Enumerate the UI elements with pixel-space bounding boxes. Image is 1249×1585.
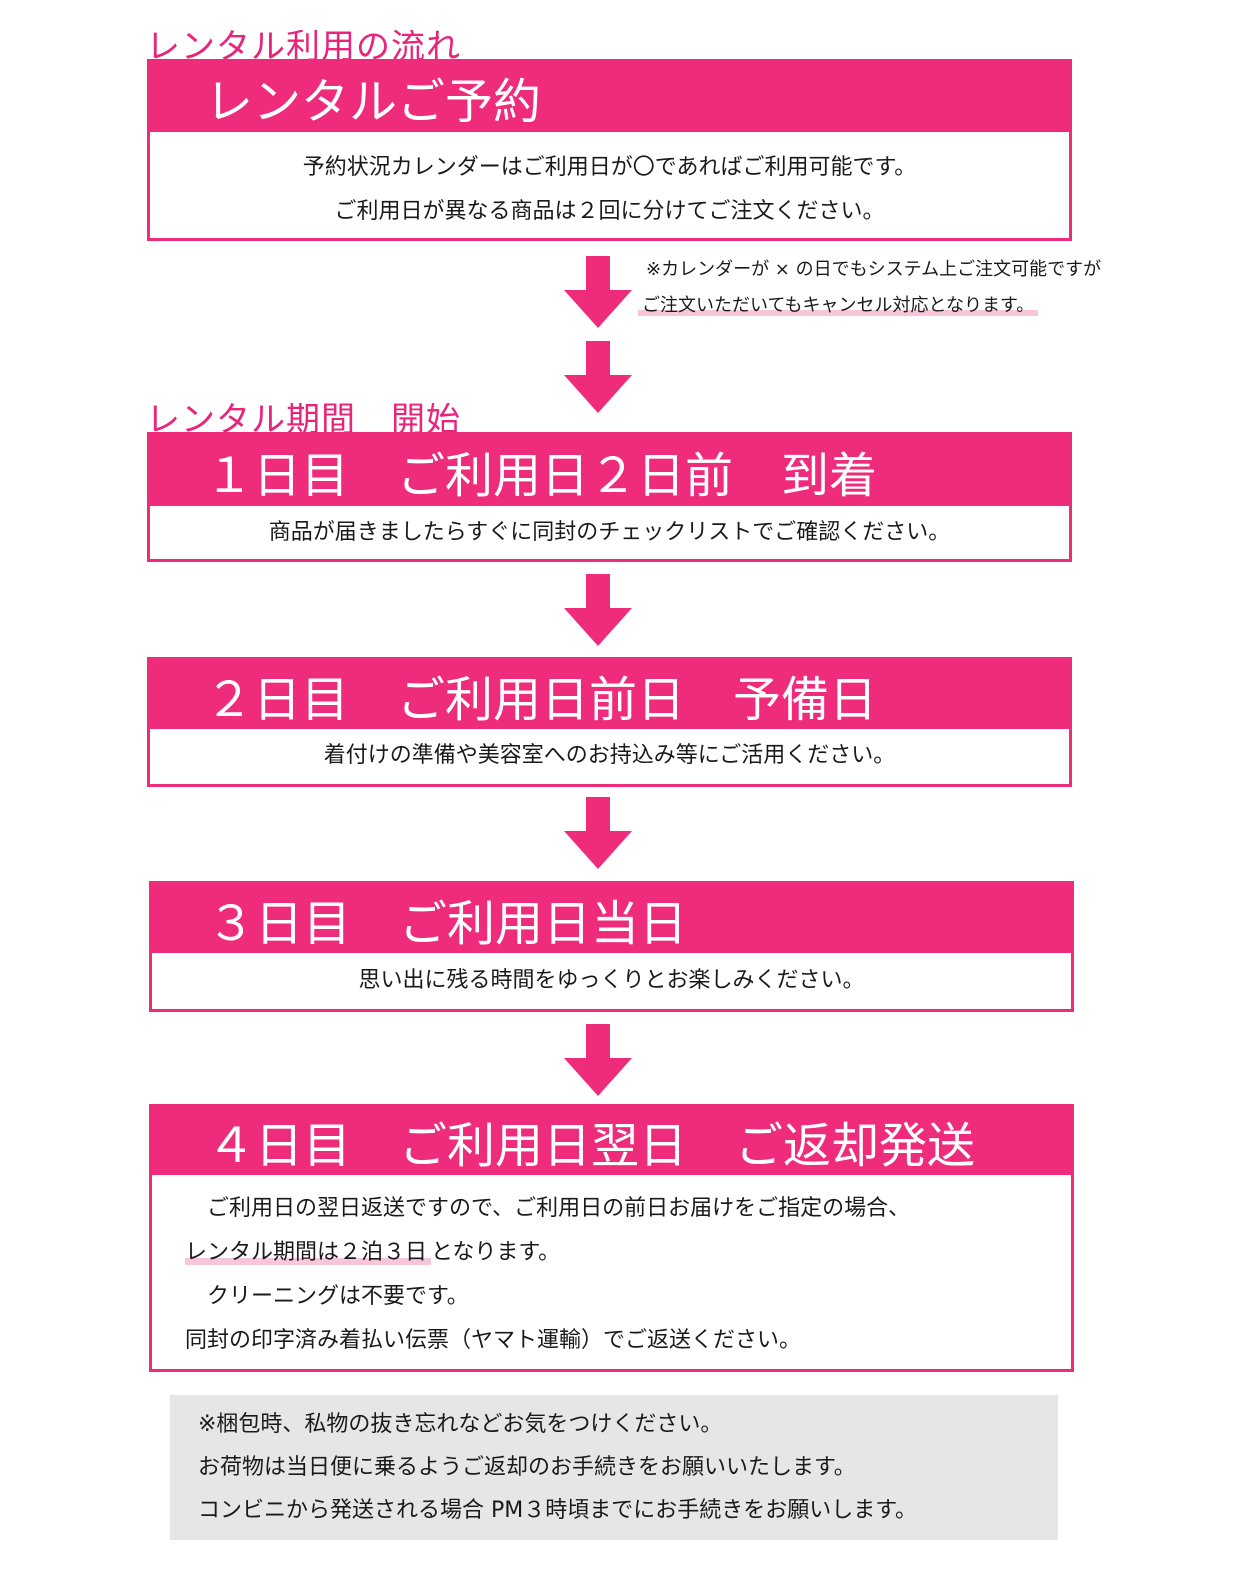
cancellation-note-line-2: ご注文いただいてもキャンセル対応となります。	[638, 295, 1039, 316]
shipping-note-line-1: ※梱包時、私物の抜き忘れなどお気をつけください。	[198, 1412, 723, 1437]
step-day-3-line-1: 思い出に残る時間をゆっくりとお楽しみください。	[358, 968, 865, 993]
flow-section-heading: レンタル利用の流れ	[146, 30, 461, 61]
step-day-1: １日目 ご利用日２日前 到着 商品が届きましたらすぐに同封のチェックリストでご確…	[147, 432, 1072, 562]
arrow-down-icon	[564, 256, 632, 328]
step-day-4-line-1: ご利用日の翌日返送ですので、ご利用日の前日お届けをご指定の場合、	[185, 1196, 911, 1221]
step-day-3-body: 思い出に残る時間をゆっくりとお楽しみください。	[152, 953, 1071, 1003]
step-day-3-title: ３日目 ご利用日当日	[207, 895, 688, 952]
step-day-2-title: ２日目 ご利用日前日 予備日	[205, 671, 878, 728]
cancellation-note: ※カレンダーが × の日でもシステム上ご注文可能ですが ご注文いただいてもキャン…	[638, 252, 1102, 324]
step-day-4-line-4: 同封の印字済み着払い伝票（ヤマト運輸）でご返送ください。	[185, 1328, 802, 1353]
step-day-1-line-1: 商品が届きましたらすぐに同封のチェックリストでご確認ください。	[268, 520, 951, 545]
step-reservation: レンタルご予約 予約状況カレンダーはご利用日が〇であればご利用可能です。 ご利用…	[147, 59, 1072, 241]
step-day-4-line-2: レンタル期間は２泊３日となります。	[185, 1231, 1071, 1275]
cancellation-note-line-1: ※カレンダーが × の日でもシステム上ご注文可能ですが	[646, 259, 1102, 280]
step-day-3: ３日目 ご利用日当日 思い出に残る時間をゆっくりとお楽しみください。	[149, 881, 1074, 1012]
step-day-4-body: ご利用日の翌日返送ですので、ご利用日の前日お届けをご指定の場合、 レンタル期間は…	[152, 1175, 1071, 1363]
rental-period-highlight: レンタル期間は２泊３日	[185, 1240, 432, 1265]
step-reservation-title: レンタルご予約	[205, 74, 542, 130]
step-day-2-body: 着付けの準備や美容室へのお持込み等にご活用ください。	[150, 729, 1069, 778]
step-day-1-header: １日目 ご利用日２日前 到着	[150, 435, 1069, 506]
cancellation-note-line-2-wrap: ご注文いただいてもキャンセル対応となります。	[638, 288, 1101, 324]
step-reservation-line-1: 予約状況カレンダーはご利用日が〇であればご利用可能です。	[302, 155, 917, 180]
step-reservation-header: レンタルご予約	[150, 62, 1069, 132]
step-day-2: ２日目 ご利用日前日 予備日 着付けの準備や美容室へのお持込み等にご活用ください…	[147, 657, 1072, 787]
step-day-4-header: ４日目 ご利用日翌日 ご返却発送	[152, 1107, 1071, 1175]
step-day-4-title: ４日目 ご利用日翌日 ご返却発送	[207, 1118, 976, 1174]
shipping-notes-box: ※梱包時、私物の抜き忘れなどお気をつけください。 お荷物は当日便に乗るようご返却…	[170, 1395, 1058, 1540]
arrow-down-icon	[564, 341, 632, 413]
step-reservation-body: 予約状況カレンダーはご利用日が〇であればご利用可能です。 ご利用日が異なる商品は…	[150, 132, 1069, 234]
arrow-down-icon	[564, 1024, 632, 1096]
step-day-2-header: ２日目 ご利用日前日 予備日	[150, 660, 1069, 729]
step-day-4-line-3: クリーニングは不要です。	[185, 1284, 469, 1309]
step-day-1-title: １日目 ご利用日２日前 到着	[205, 447, 878, 504]
shipping-note-line-3: コンビニから発送される場合 PM３時頃までにお手続きをお願いします。	[198, 1498, 918, 1523]
period-section-heading: レンタル期間 開始	[146, 403, 461, 433]
step-day-4: ４日目 ご利用日翌日 ご返却発送 ご利用日の翌日返送ですので、ご利用日の前日お届…	[149, 1104, 1074, 1372]
step-day-4-line-2-rest: となります。	[431, 1240, 561, 1265]
step-day-3-header: ３日目 ご利用日当日	[152, 884, 1071, 953]
step-day-2-line-1: 着付けの準備や美容室へのお持込み等にご活用ください。	[323, 743, 896, 768]
step-day-1-body: 商品が届きましたらすぐに同封のチェックリストでご確認ください。	[150, 506, 1069, 555]
shipping-note-line-2: お荷物は当日便に乗るようご返却のお手続きをお願いいたします。	[198, 1455, 856, 1480]
arrow-down-icon	[564, 574, 632, 646]
step-reservation-line-2: ご利用日が異なる商品は２回に分けてご注文ください。	[334, 199, 885, 224]
arrow-down-icon	[564, 797, 632, 869]
